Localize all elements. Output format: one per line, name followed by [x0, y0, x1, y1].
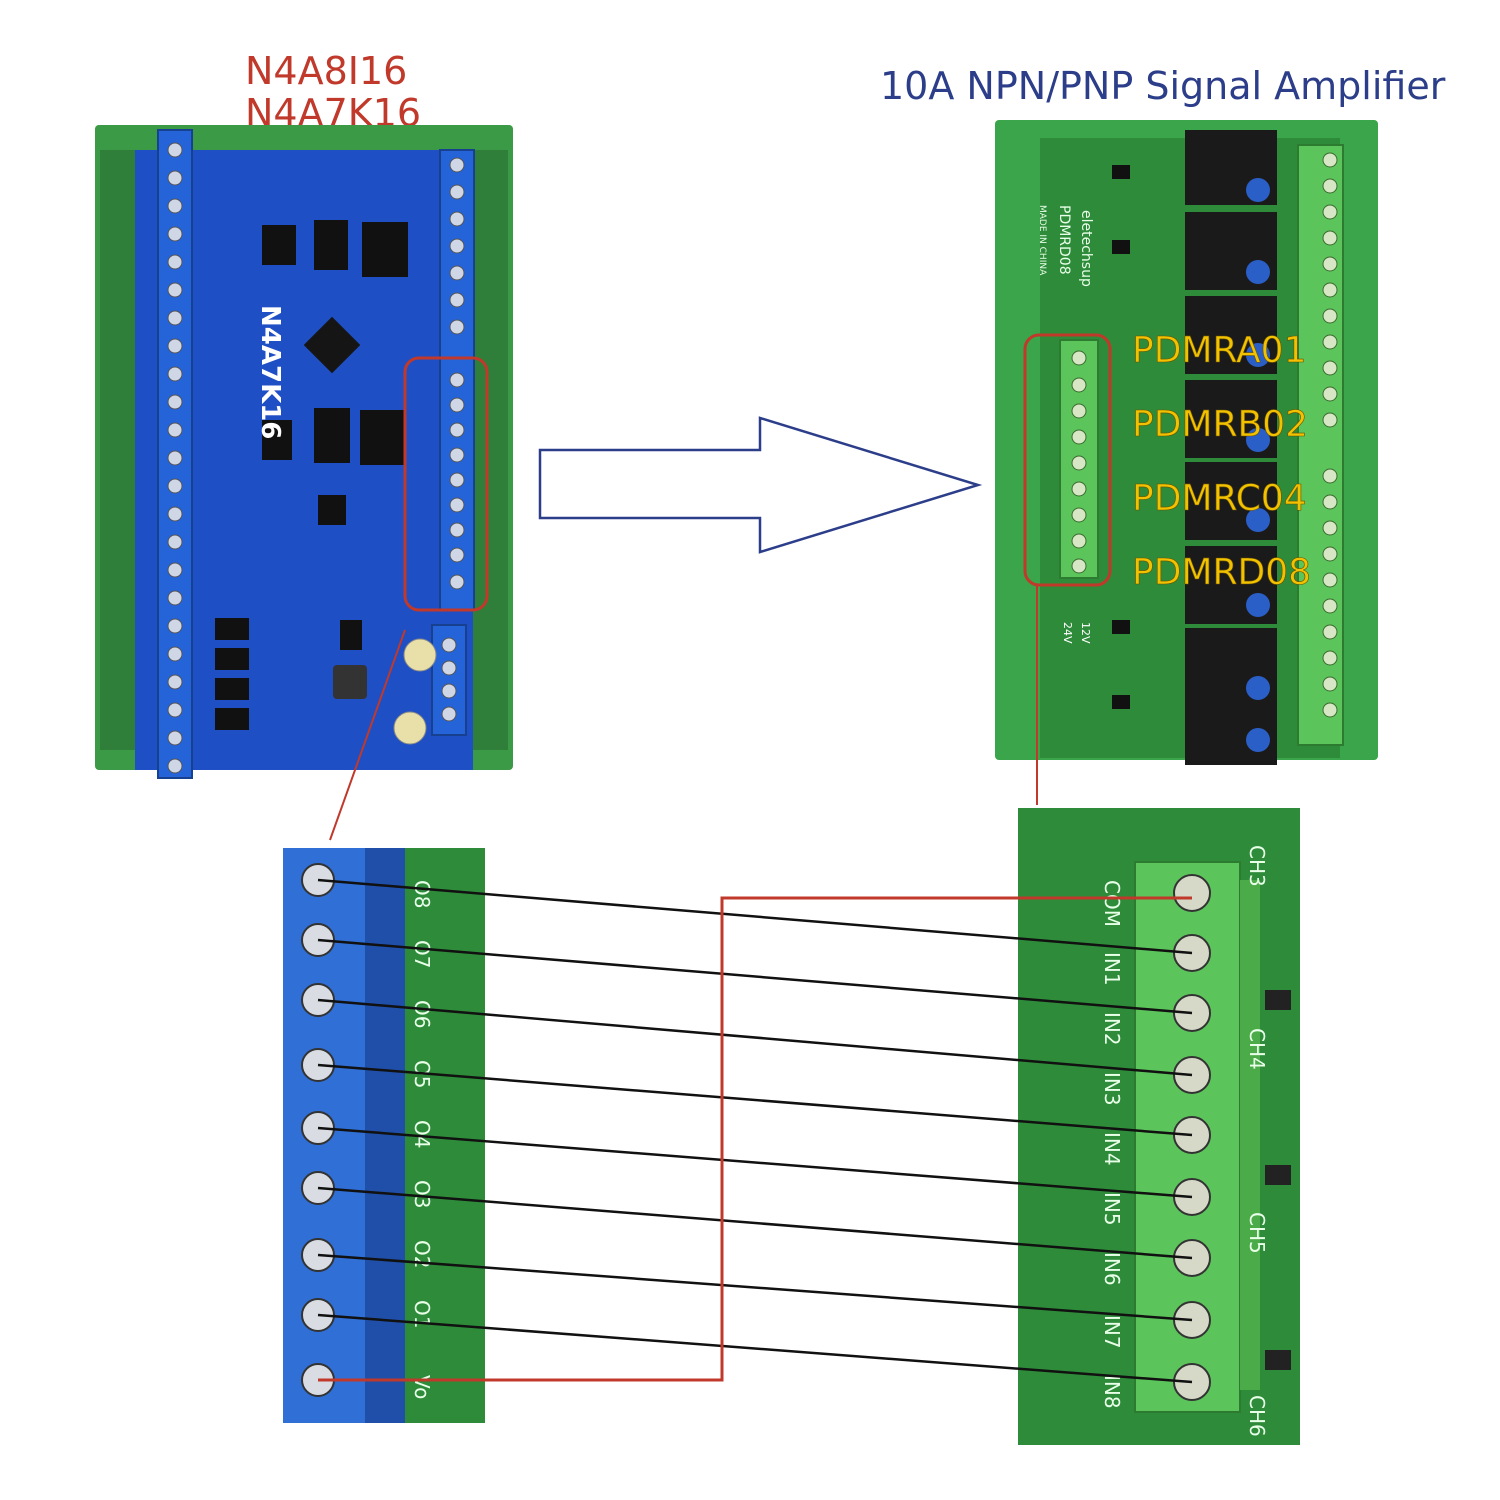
leader-left: [329, 629, 406, 841]
brand-text: eletechsup: [1078, 210, 1094, 287]
left-term-o4: O4: [410, 1120, 434, 1148]
left-term-o6: O6: [410, 1000, 434, 1028]
signal-wires: [317, 878, 1193, 1384]
board-label: N4A7K16: [255, 305, 285, 439]
right-zoom-panel: [1018, 808, 1300, 1445]
highlight-outputs: [403, 356, 489, 612]
right-term-in1: IN1: [1100, 952, 1124, 986]
voltage-24v: 24V: [1061, 622, 1074, 644]
model-pdmrd08: PDMRD08: [1132, 552, 1311, 593]
right-term-com: COM: [1100, 880, 1124, 927]
left-term-o3: O3: [410, 1180, 434, 1208]
right-term-in6: IN6: [1100, 1252, 1124, 1286]
model-pdmrc04: PDMRC04: [1132, 478, 1307, 519]
left-term-o8: O8: [410, 880, 434, 908]
arrow-right-icon: [538, 416, 983, 554]
right-module-title: 10A NPN/PNP Signal Amplifier: [880, 64, 1446, 108]
highlight-inputs: [1023, 333, 1112, 587]
right-term-in8: IN8: [1100, 1375, 1124, 1409]
left-term-o7: O7: [410, 940, 434, 968]
right-term-in4: IN4: [1100, 1132, 1124, 1166]
left-model-title: N4A8I16 N4A7K16: [245, 50, 421, 134]
model-pdmra01: PDMRA01: [1132, 330, 1306, 371]
left-blue-board: N4A7K16: [95, 125, 513, 779]
ch3-label: CH3: [1245, 845, 1269, 887]
common-wire: [318, 896, 1192, 1382]
right-term-in5: IN5: [1100, 1192, 1124, 1226]
ch5-label: CH5: [1245, 1212, 1269, 1254]
ch4-label: CH4: [1245, 1028, 1269, 1070]
right-term-in2: IN2: [1100, 1012, 1124, 1046]
model-pdmrb02: PDMRB02: [1132, 404, 1308, 445]
model-text: PDMRD08: [1056, 205, 1072, 275]
voltage-12v: 12V: [1079, 622, 1092, 644]
right-term-in7: IN7: [1100, 1315, 1124, 1349]
made-text: MADE IN CHINA: [1037, 205, 1047, 276]
model-line-1: N4A8I16: [245, 49, 408, 93]
ch6-label: CH6: [1245, 1395, 1269, 1437]
right-term-in3: IN3: [1100, 1072, 1124, 1106]
